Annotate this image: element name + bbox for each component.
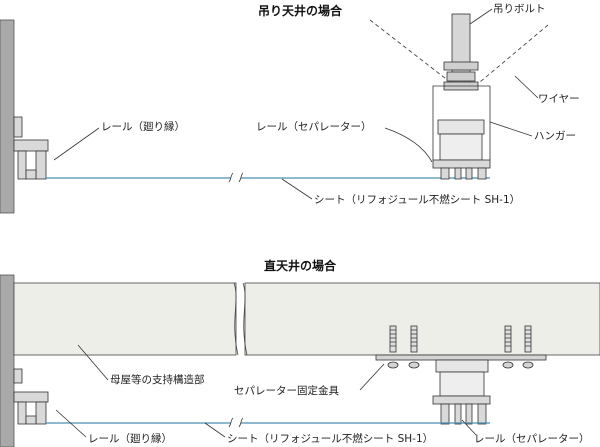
direct-ceiling-title: 直天井の場合: [264, 258, 337, 273]
leader-edge-rail-bottom: [55, 409, 87, 438]
leader-sheet-top: [281, 178, 313, 200]
break-mark-bottom: [228, 417, 244, 428]
separator-fixing-plate: [375, 354, 547, 369]
label-separator-rail-top: レール（セパレーター）: [256, 121, 372, 133]
suspension-wires: [369, 19, 549, 83]
leader-hanging-bolt: [469, 8, 493, 25]
anchor-screw-right-2: [524, 325, 532, 353]
label-hanger: ハンガー: [534, 130, 576, 142]
label-edge-rail-bottom: レール（廻り縁）: [88, 432, 172, 445]
leader-hanger: [489, 121, 533, 137]
leader-fixing-fitting: [359, 363, 385, 391]
left-wall-top: [0, 19, 15, 214]
label-fixing-fitting: セパレーター固定金具: [234, 384, 339, 397]
separator-rail-top: [432, 159, 491, 180]
label-sheet-bottom: シート（リフォジュール不燃シート SH-1）: [227, 432, 433, 445]
anchor-screw-right-1: [504, 325, 512, 353]
anchor-screw-left-2: [410, 325, 418, 353]
label-wire: ワイヤー: [538, 93, 580, 105]
leader-separator-rail-top: [384, 127, 433, 163]
break-mark-beam: [233, 282, 248, 356]
label-hanging-bolt: 吊りボルト: [493, 3, 546, 15]
leader-wire: [514, 75, 539, 99]
hanging-bolt: [443, 13, 479, 91]
left-wall-bottom: [0, 274, 15, 447]
separator-rail-bottom: [432, 395, 491, 425]
leader-edge-rail-top: [53, 127, 100, 161]
label-separator-rail-bottom: レール（セパレーター）: [474, 433, 590, 445]
leader-sheet-bottom: [204, 422, 226, 438]
label-support-structure: 母屋等の支持構造部: [110, 373, 205, 386]
fixing-bracket-box: [435, 359, 489, 397]
label-sheet-top: シート（リフォジュール不燃シート SH-1）: [314, 193, 520, 206]
leader-support-structure: [77, 344, 109, 381]
hanging-ceiling-title: 吊り天井の場合: [258, 3, 343, 18]
break-mark-top: [228, 172, 244, 183]
anchor-screw-left-1: [389, 325, 397, 353]
edge-rail-bottom: [13, 368, 49, 425]
hanger-bracket: [432, 85, 491, 161]
label-edge-rail-top: レール（廻り縁）: [101, 120, 185, 133]
support-structure-beam: [13, 282, 600, 356]
edge-rail-top: [13, 116, 49, 180]
leader-separator-rail-bottom: [461, 419, 477, 436]
